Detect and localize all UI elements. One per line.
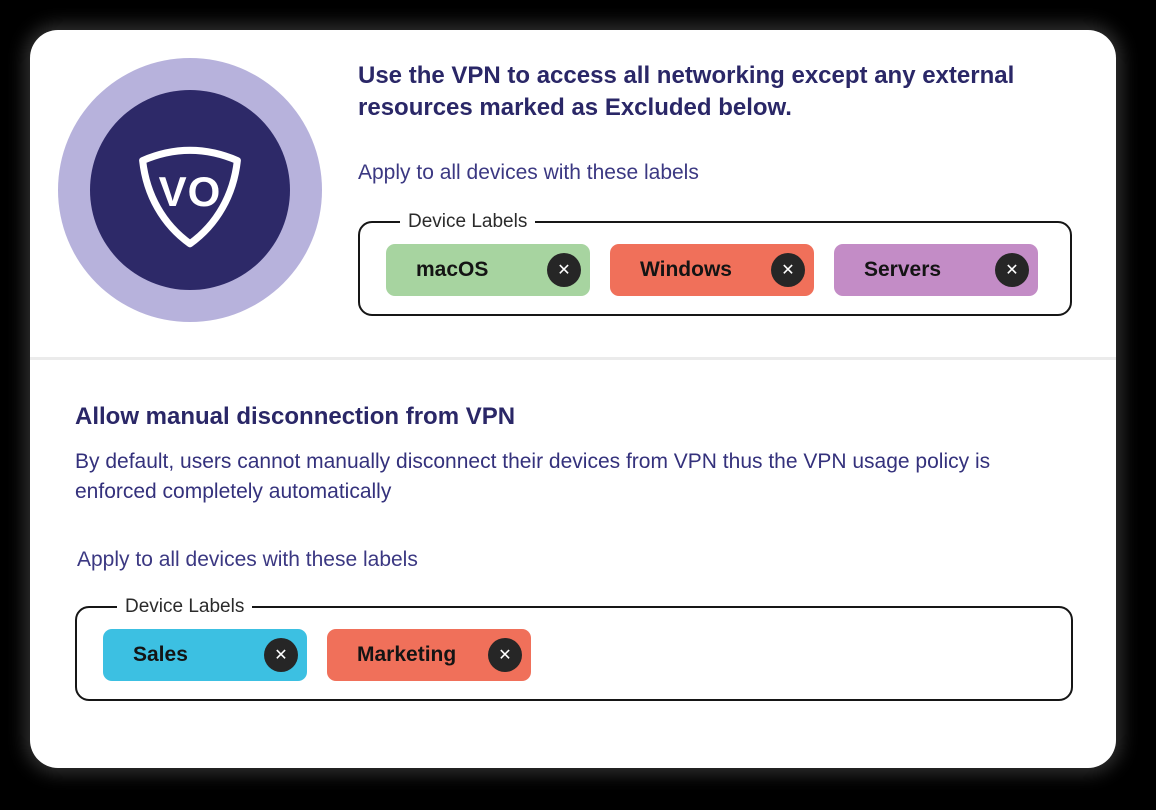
vpn-policy-card: VO Use the VPN to access all networking … [30, 30, 1116, 768]
shield-icon [139, 146, 241, 248]
close-icon: ✕ [1005, 260, 1019, 279]
device-labels-legend-1: Device Labels [408, 211, 528, 232]
device-labels-fieldset-2[interactable]: Device Labels Sales ✕ Marketing ✕ [75, 596, 1073, 701]
device-label-text: Sales [133, 643, 188, 666]
device-label-text: Servers [864, 258, 942, 281]
device-labels-chips-2: Sales ✕ Marketing ✕ [103, 629, 1045, 681]
device-label-chip: macOS ✕ [386, 244, 590, 296]
device-labels-chips-1: macOS ✕ Windows ✕ Servers ✕ [386, 244, 1044, 296]
vpn-badge: VO [58, 58, 322, 322]
apply-devices-label-2: Apply to all devices with these labels [77, 548, 418, 571]
close-icon: ✕ [557, 260, 571, 279]
remove-label-button[interactable]: ✕ [995, 253, 1029, 287]
device-label-text: Windows [640, 258, 732, 281]
remove-label-button[interactable]: ✕ [488, 638, 522, 672]
badge-initials: VO [158, 167, 222, 215]
device-label-chip: Sales ✕ [103, 629, 307, 681]
remove-label-button[interactable]: ✕ [771, 253, 805, 287]
remove-label-button[interactable]: ✕ [264, 638, 298, 672]
device-label-chip: Windows ✕ [610, 244, 814, 296]
device-label-chip: Marketing ✕ [327, 629, 531, 681]
manual-disconnection-description: By default, users cannot manually discon… [75, 450, 991, 503]
manual-disconnection-title: Allow manual disconnection from VPN [75, 403, 516, 430]
close-icon: ✕ [274, 645, 288, 664]
apply-devices-label-1: Apply to all devices with these labels [358, 161, 699, 184]
device-label-text: Marketing [357, 643, 457, 666]
device-labels-fieldset-1[interactable]: Device Labels macOS ✕ Windows ✕ Servers … [358, 211, 1072, 316]
badge-circle: VO [90, 90, 290, 290]
device-labels-legend-2: Device Labels [125, 596, 245, 617]
close-icon: ✕ [498, 645, 512, 664]
section-divider [30, 357, 1116, 360]
vpn-policy-title: Use the VPN to access all networking exc… [358, 62, 1015, 121]
close-icon: ✕ [781, 260, 795, 279]
device-label-chip: Servers ✕ [834, 244, 1038, 296]
remove-label-button[interactable]: ✕ [547, 253, 581, 287]
device-label-text: macOS [416, 258, 489, 281]
